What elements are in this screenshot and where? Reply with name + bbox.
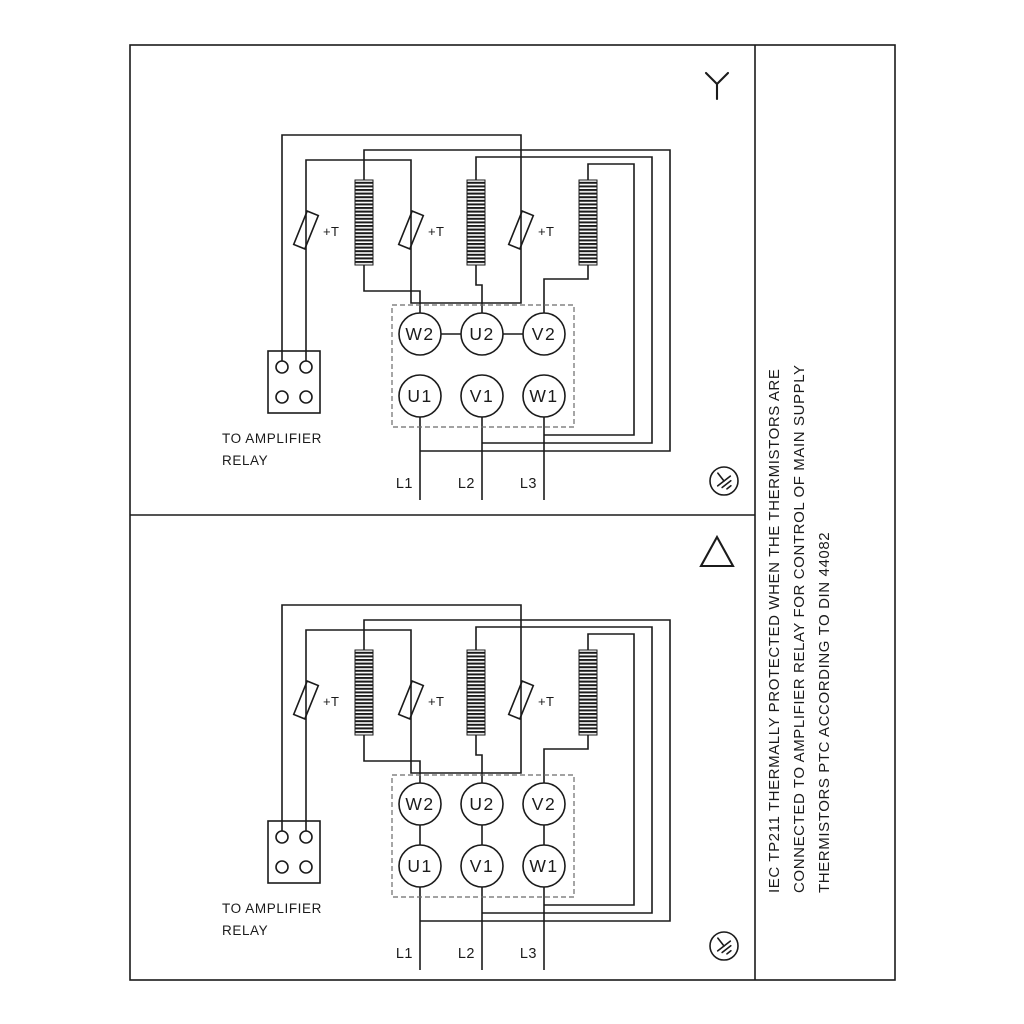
wye-icon	[704, 71, 730, 101]
wire-relay-to-thermistor3	[281, 604, 522, 831]
terminal-v2	[522, 782, 566, 826]
terminal-w2	[398, 782, 442, 826]
thermistor-1-icon	[292, 680, 320, 720]
terminal-u1	[398, 374, 442, 418]
supply-l3-label: L3	[520, 476, 537, 492]
panel-star: +T +T +T TO AMPLIFIER RELAY W2 U2 V2 U1 …	[222, 71, 739, 500]
relay-terminal	[275, 830, 289, 844]
relay-terminal	[299, 360, 313, 374]
thermistor-3-icon	[507, 210, 535, 250]
terminal-u2-label: U2	[469, 794, 494, 814]
supply-l1-label: L1	[396, 946, 413, 962]
sidebar-note: IEC TP211 THERMALLY PROTECTED WHEN THE T…	[766, 364, 833, 893]
relay-terminal	[275, 390, 289, 404]
wire-winding2-loop	[475, 156, 653, 444]
terminal-v1	[460, 374, 504, 418]
relay-terminal	[275, 860, 289, 874]
relay-terminal	[299, 830, 313, 844]
thermistor-2-icon	[397, 680, 425, 720]
winding-coil-2	[466, 649, 486, 736]
wire-winding1-loop	[363, 619, 671, 922]
terminal-w2-label: W2	[405, 794, 434, 814]
wire-winding1-to-w2	[363, 265, 421, 313]
terminal-v2-label: V2	[532, 794, 556, 814]
winding-coil-1	[354, 179, 374, 266]
thermistor-1-icon	[292, 210, 320, 250]
wire-relay-to-thermistor3	[281, 134, 522, 361]
terminal-u1-label: U1	[407, 386, 432, 406]
relay-note-line1: TO AMPLIFIER	[222, 431, 322, 446]
wire-winding3-to-v2	[543, 735, 589, 783]
terminal-w2	[398, 312, 442, 356]
wire-thermistor2-to-1	[305, 629, 412, 682]
terminal-w2-label: W2	[405, 324, 434, 344]
wire-winding2-loop	[475, 626, 653, 914]
wire-thermistor2-to-1	[305, 159, 412, 212]
terminal-u1	[398, 844, 442, 888]
terminal-w1-label: W1	[529, 386, 558, 406]
sidebar-note-line1: IEC TP211 THERMALLY PROTECTED WHEN THE T…	[766, 369, 783, 893]
wire-winding2-to-u2	[475, 265, 483, 313]
winding-coil-1	[354, 649, 374, 736]
relay-terminal-box	[267, 820, 321, 884]
thermistor-3-icon	[507, 680, 535, 720]
supply-l1-label: L1	[396, 476, 413, 492]
thermistor-3-label: +T	[538, 694, 554, 709]
terminal-u2	[460, 312, 504, 356]
relay-terminal-box	[267, 350, 321, 414]
terminal-u2	[460, 782, 504, 826]
terminal-v1-label: V1	[470, 386, 494, 406]
terminal-w1-label: W1	[529, 856, 558, 876]
wire-winding3-to-v2	[543, 265, 589, 313]
terminal-w1	[522, 374, 566, 418]
wire-winding3-loop	[544, 633, 635, 906]
wire-winding2-to-u2	[475, 735, 483, 783]
relay-terminal	[299, 860, 313, 874]
wire-winding1-to-w2	[363, 735, 421, 783]
supply-l3-label: L3	[520, 946, 537, 962]
terminal-board-outline	[391, 304, 575, 428]
terminal-v2-label: V2	[532, 324, 556, 344]
terminal-v2	[522, 312, 566, 356]
earth-ground-icon	[709, 931, 739, 961]
winding-coil-3	[578, 649, 598, 736]
wire-thermistor3-to-2	[410, 248, 522, 304]
relay-note-line2: RELAY	[222, 453, 268, 468]
terminal-u1-label: U1	[407, 856, 432, 876]
sidebar-note-line2: CONNECTED TO AMPLIFIER RELAY FOR CONTROL…	[791, 364, 808, 893]
relay-note-line1: TO AMPLIFIER	[222, 901, 322, 916]
thermistor-1-label: +T	[323, 224, 339, 239]
winding-coil-2	[466, 179, 486, 266]
thermistor-2-label: +T	[428, 224, 444, 239]
thermistor-3-label: +T	[538, 224, 554, 239]
wire-winding1-loop	[363, 149, 671, 452]
thermistor-2-icon	[397, 210, 425, 250]
terminal-v1-label: V1	[470, 856, 494, 876]
relay-terminal	[275, 360, 289, 374]
thermistor-1-label: +T	[323, 694, 339, 709]
terminal-w1	[522, 844, 566, 888]
thermistor-2-label: +T	[428, 694, 444, 709]
terminal-u2-label: U2	[469, 324, 494, 344]
wire-winding3-loop	[544, 163, 635, 436]
delta-icon	[699, 534, 735, 568]
relay-terminal	[299, 390, 313, 404]
earth-ground-icon	[709, 466, 739, 496]
wire-thermistor3-to-2	[410, 718, 522, 774]
relay-note-line2: RELAY	[222, 923, 268, 938]
winding-coil-3	[578, 179, 598, 266]
panel-delta: +T +T +T TO AMPLIFIER RELAY W2 U2 V2 U1 …	[222, 534, 739, 970]
terminal-v1	[460, 844, 504, 888]
sidebar-note-line3: THERMISTORS PTC ACCORDING TO DIN 44082	[816, 532, 833, 893]
wires-star	[281, 134, 671, 500]
wires-delta	[281, 604, 671, 970]
terminal-board-outline	[391, 774, 575, 898]
supply-l2-label: L2	[458, 476, 475, 492]
supply-l2-label: L2	[458, 946, 475, 962]
diagram-border	[129, 44, 896, 981]
